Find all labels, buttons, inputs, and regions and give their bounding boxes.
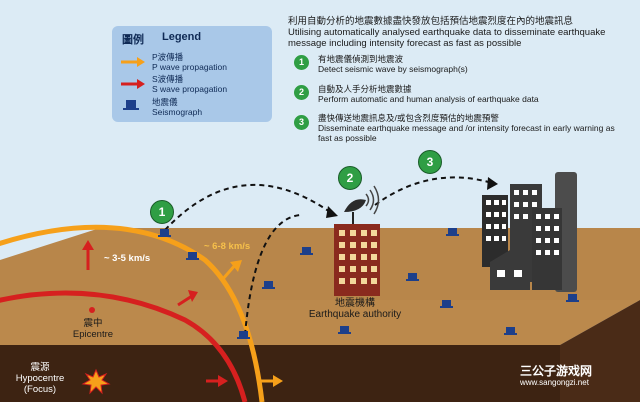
seismograph-base: [158, 235, 171, 237]
scene-step-1-badge: 1: [150, 200, 174, 224]
p-wave-legend-icon: [121, 57, 145, 67]
satellite-dish-icon: [344, 185, 380, 224]
step-1-badge: 1: [294, 55, 309, 70]
header-en: Utilising automatically analysed earthqu…: [288, 27, 606, 49]
s-wave-arrow-right: [177, 290, 198, 307]
s-wave-legend-icon: [121, 79, 145, 89]
seismograph-icon: [160, 229, 169, 236]
legend-title-zh: 圖例: [122, 34, 144, 46]
watermark: 三公子游戏网 www.sangongzi.net: [520, 364, 593, 387]
step-2-badge: 2: [294, 85, 309, 100]
authority-building: [334, 224, 380, 296]
epicentre-marker: [89, 307, 95, 313]
dashed-arc-to-city: [374, 176, 493, 206]
hypocentre-burst: [81, 368, 111, 395]
seismograph-legend-icon: [123, 100, 139, 110]
scene-step-2-badge: 2: [338, 166, 362, 190]
p-wave-arrow-up: [220, 260, 242, 281]
ground-surface: [0, 228, 640, 345]
p-wave-speed-label: ~ 6-8 km/s: [204, 241, 251, 252]
scene-step-3-badge: 3: [418, 150, 442, 174]
step-3-badge: 3: [294, 115, 309, 130]
seismograph-icons: [158, 228, 579, 339]
dashed-arc-to-authority: [164, 184, 331, 231]
city-skyline: [482, 172, 577, 292]
s-wave-arrow-right-lower: [206, 375, 228, 387]
dashed-arc-detect: [244, 214, 301, 336]
s-wave-speed-label: ~ 3-5 km/s: [104, 253, 151, 264]
s-wave-arrow-up: [82, 240, 94, 270]
header-zh: 利用自動分析的地震數據盡快發放包括預估地震烈度在內的地震訊息: [288, 16, 574, 27]
legend-title-en: Legend: [162, 31, 202, 43]
p-wave-arrow-right: [258, 375, 283, 387]
header-text: 利用自動分析的地震數據盡快發放包括預估地震烈度在內的地震訊息 Utilising…: [288, 16, 628, 49]
s-wave-front: [0, 290, 248, 402]
